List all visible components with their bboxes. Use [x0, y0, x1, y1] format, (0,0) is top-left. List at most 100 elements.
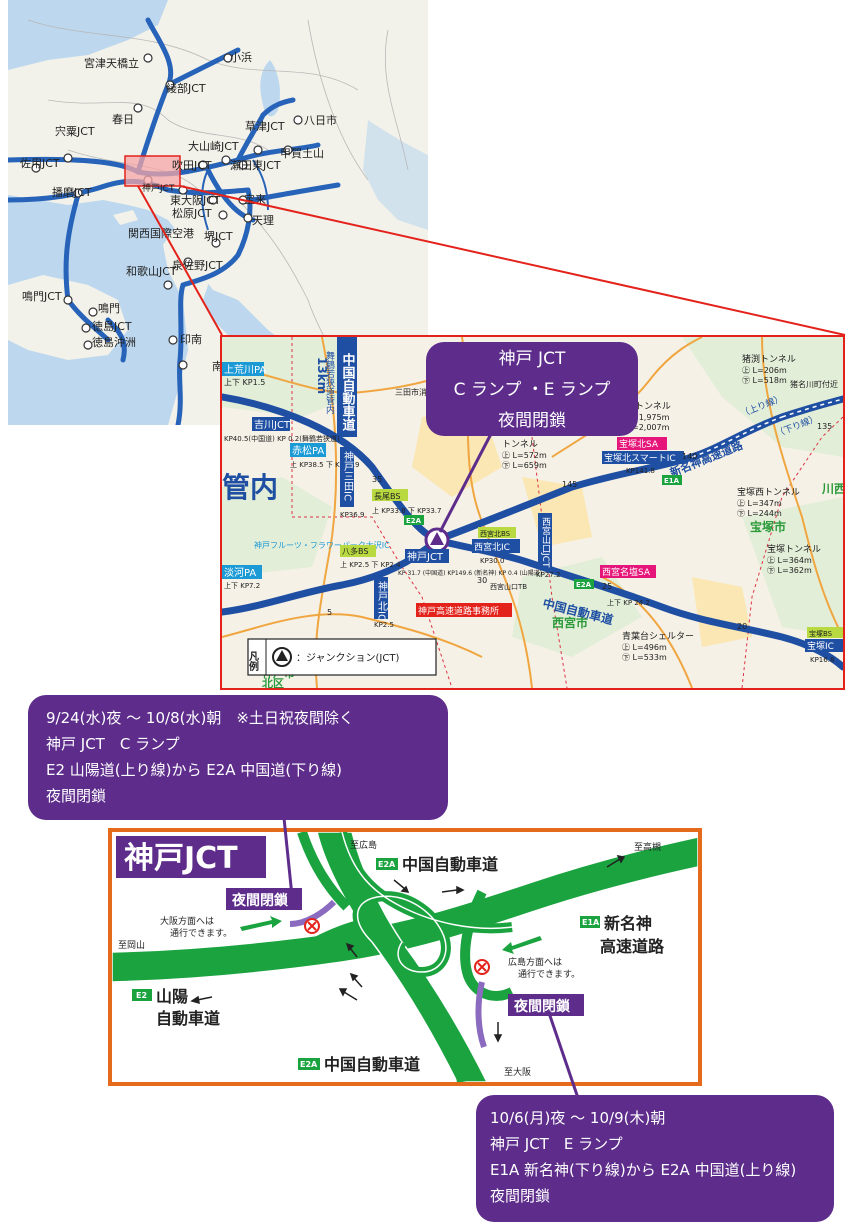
road-code: E2A	[576, 581, 592, 589]
city-label: 神戸JCT	[142, 182, 175, 194]
nishinomiya-city-label: 西宮市	[552, 615, 588, 630]
city-label: 関西国際空港	[128, 226, 194, 240]
route-number: 140	[682, 452, 697, 461]
detail-map-canvas: 管内 中国自動車道 新名神高速道路 （上り線） （下り線） 中国自動車道 舞鶴若…	[222, 337, 843, 688]
zoom-connector	[137, 185, 846, 336]
route-number: 20	[737, 622, 747, 631]
kobe-jct-label: 神戸JCT	[407, 550, 444, 563]
tunnel-up: ㊤ L=364m	[767, 556, 812, 565]
akamatsu-kp: 上 KP38.5 下 KP38.9	[290, 460, 359, 469]
takarazuka-ic-label: 宝塚IC	[807, 640, 834, 652]
chugoku-bottom-code: E2A	[300, 1060, 318, 1069]
osaka-note-line-2: 通行できます。	[170, 927, 232, 939]
notice-e-ramp-name: 神戸 JCT E ランプ	[490, 1135, 623, 1153]
tunnel-down: ㊦ L=244m	[737, 509, 782, 518]
kanai-label: 管内	[222, 471, 278, 504]
road-code: E1A	[664, 477, 680, 485]
awaji-kp: 上下 KP7.2	[224, 581, 260, 590]
city-label: 徳島沖洲	[92, 335, 136, 349]
kobe-sanda-kp: KP36.9	[340, 511, 364, 519]
nishinomiya-yamaguchi-jct-label: 西宮山口JCT	[540, 517, 551, 568]
shinmeishin-line-2: 高速道路	[600, 937, 665, 956]
nishinomiya-najio-kp: 上下 KP 24.2	[607, 598, 650, 607]
arano-pa-label: 上荒川PA	[224, 364, 266, 376]
nishinomiya-kita-kp: KP30.0	[480, 557, 504, 565]
chugoku-bottom-label: 中国自動車道	[324, 1055, 420, 1074]
route-number: 145	[562, 480, 577, 489]
takarazuka-city-label: 宝塚市	[750, 519, 786, 534]
city-label: 小浜	[230, 51, 252, 64]
takarazuka-kita-sa-label: 宝塚北SA	[619, 438, 659, 450]
tunnel-up: ㊤ L=496m	[622, 643, 667, 652]
city-label: 春日	[112, 113, 134, 126]
callout-line-1: 神戸 JCT	[498, 349, 566, 369]
takarazuka-smart-ic-label: 宝塚北スマートIC	[604, 452, 676, 464]
notice-c-closure: 夜間閉鎖	[46, 787, 107, 805]
city-label: 印南	[180, 333, 202, 346]
route-number: 25	[602, 582, 612, 591]
notice-e-ramp: 10/6(月)夜 ～ 10/9(木)朝 神戸 JCT E ランプ E1A 新名神…	[476, 1095, 834, 1222]
to-takatsuki: 至高槻	[634, 841, 661, 853]
nagao-kp: 上 KP33.8 下 KP33.7	[372, 506, 441, 515]
kawanishi-label: 川西	[821, 482, 843, 496]
tunnel-name: 宝塚西トンネル	[737, 486, 800, 498]
notice-c-route: E2 山陽道(上り線)から E2A 中国道(下り線)	[46, 761, 343, 779]
yoshikawa-jct-label: 吉川JCT	[254, 419, 291, 431]
route-number: 135	[817, 422, 832, 431]
tunnel-name: 猪渕トンネル	[742, 353, 796, 365]
city-label: 瀬田東JCT	[230, 158, 281, 172]
jct-diagram-title: 神戸JCT	[124, 841, 238, 876]
city-label: 甲賀土山	[280, 147, 324, 160]
nagao-bs-label: 長尾BS	[374, 492, 400, 501]
tunnel-down: ㊦ L=362m	[767, 566, 812, 575]
kita-ku-label: 北区	[262, 676, 284, 688]
city-label: 宮津天橋立	[84, 56, 139, 70]
tunnel-up: ㊤ L=206m	[742, 366, 787, 375]
tunnel-name: 宝塚トンネル	[767, 543, 821, 555]
chugoku-top-code: E2A	[378, 860, 396, 869]
sub-vertical: 舞鶴若狭道管内	[324, 351, 335, 415]
legend-title: 凡例	[247, 651, 259, 672]
city-label: 八日市	[304, 113, 337, 127]
nishinomiya-yamaguchi-tb: 西宮山口TB	[490, 582, 527, 591]
shinmeishin-code: E1A	[582, 918, 600, 927]
takarazuka-smart-kp: KP141.8	[626, 467, 655, 475]
route-number: 30	[477, 576, 487, 585]
notice-e-route: E1A 新名神(下り線)から E2A 中国道(上り線)	[490, 1161, 797, 1179]
awaji-pa-label: 淡河PA	[224, 567, 256, 579]
route-number: 5	[327, 608, 332, 617]
legend-text: ：ジャンクション(JCT)	[296, 652, 399, 664]
city-label: 大山崎JCT	[188, 139, 239, 153]
closure-e-label: 夜間閉鎖	[513, 998, 571, 1015]
jct-diagram-canvas: 神戸JCT 至広島 至高槻 至岡山 至大阪 E2A 中国自動車道 E2A 中国自…	[112, 832, 698, 1082]
sanyo-line-1: 山陽	[156, 987, 188, 1006]
city-label: 徳島JCT	[92, 319, 132, 333]
notice-c-dates: 9/24(水)夜 ～ 10/8(水)朝 ※土日祝夜間除く	[46, 709, 354, 727]
hiroshima-note-line-2: 通行できます。	[518, 968, 580, 980]
to-okayama: 至岡山	[118, 940, 145, 951]
city-label: 南	[212, 360, 223, 373]
tunnel-up: ㊤ L=347m	[737, 499, 782, 508]
akamatsu-pa-label: 赤松PA	[292, 444, 324, 457]
osaka-note-line-1: 大阪方面へは	[160, 915, 214, 927]
route-number: 35	[372, 475, 382, 484]
callout-line-2: C ランプ ・E ランプ	[453, 380, 611, 400]
yoshikawa-kp: KP40.5(中国道) KP 0.2(舞鶴若狭道)	[224, 434, 340, 443]
takarazuka-bs-label: 宝塚BS	[809, 629, 833, 638]
yasaka-bs-label: 八多BS	[342, 546, 368, 556]
tunnel-down: ㊦ L=518m	[742, 376, 787, 385]
takarazuka-ic-kp: KP16.8	[810, 656, 834, 664]
city-label: 吹田JCT	[172, 159, 212, 172]
nishinomiya-najio-sa-label: 西宮名塩SA	[602, 566, 651, 578]
city-label: 綾部JCT	[166, 81, 206, 95]
city-label: 松原JCT	[172, 206, 212, 220]
fruit-park-label: 神戸フルーツ・フラワーパーク大沢IC	[254, 540, 390, 550]
city-label: 鳴門JCT	[22, 289, 62, 303]
yasaka-kp: 上 KP2.5 下 KP2.4	[340, 560, 401, 569]
to-hiroshima: 至広島	[350, 839, 377, 851]
tunnel-up: ㊤ L=1,975m	[617, 413, 670, 422]
kobe-kita-kp: KP2.5	[374, 621, 394, 629]
tunnel-name: トンネル	[502, 439, 538, 450]
city-label: 天理	[252, 214, 274, 227]
kobe-sanda-ic-label: 神戸三田IC	[342, 450, 354, 501]
